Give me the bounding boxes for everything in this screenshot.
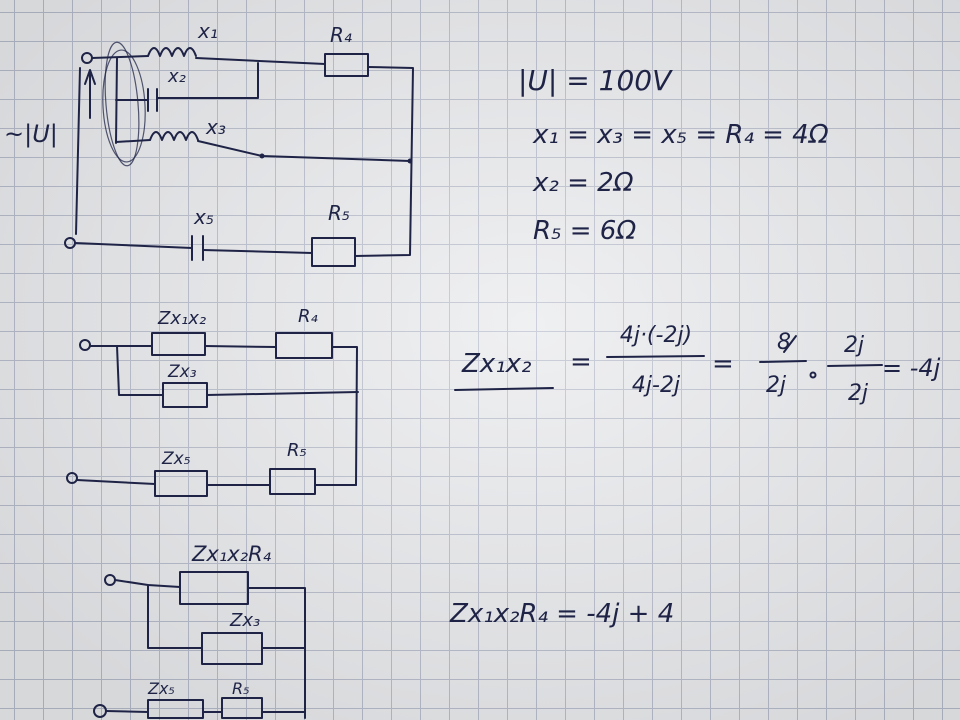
wire-top-2 <box>195 57 326 65</box>
capacitor-x2 <box>147 88 158 112</box>
voltage-arrow <box>84 69 96 119</box>
capacitor-x5 <box>191 235 204 261</box>
box-zx1x2 <box>151 332 206 356</box>
equation: Zx₁x₂R₄ = -4j + 4 <box>449 599 674 629</box>
circuit-3: Zx₁x₂R₄ Zx₃ Zx₅ R₅ Zx₁x₂R₄ = -4j + 4 <box>93 542 674 719</box>
box-zx1x2r4 <box>179 571 249 605</box>
equals-sign: = <box>712 349 734 379</box>
zx3-label: Zx₃ <box>229 610 260 631</box>
wire-right <box>331 346 358 486</box>
fraction-3-numerator: 2j <box>844 333 865 358</box>
box-r5 <box>269 468 316 495</box>
zx5-label: Zx₅ <box>147 679 175 698</box>
terminal-top <box>81 52 93 64</box>
x5-label: x₅ <box>193 205 214 229</box>
fraction-1-denominator: 4j-2j <box>632 373 681 398</box>
wire-right <box>247 587 306 719</box>
x3-label: x₃ <box>205 115 226 139</box>
wire-x3-in <box>115 139 151 143</box>
fraction-1-numerator: 4j·(-2j) <box>620 323 692 348</box>
r5-label: R₅ <box>287 440 307 461</box>
wire-top-1 <box>91 55 149 59</box>
multiply-dot <box>809 371 817 379</box>
fraction-1-bar <box>606 355 705 358</box>
wire-lower-branch <box>147 584 203 649</box>
wire-bottom-1 <box>74 242 193 249</box>
r5-label: R₅ <box>232 679 250 698</box>
resistor-r5 <box>311 237 356 267</box>
cancel-mark <box>783 335 797 353</box>
wire-bottom-1 <box>105 710 149 713</box>
terminal-bottom <box>64 237 76 249</box>
loop-mark <box>104 41 140 167</box>
inductor-x3 <box>149 131 199 141</box>
r4-label: R₄ <box>330 23 352 47</box>
terminal-top <box>79 339 91 351</box>
wire-left-vertical <box>75 67 81 235</box>
given-reactances: x₁ = x₃ = x₅ = R₄ = 4Ω <box>532 120 829 150</box>
wire-lower-branch <box>116 345 164 396</box>
equals-sign: = <box>570 347 592 377</box>
given-voltage: |U| = 100V <box>518 64 673 97</box>
fraction-2-denominator: 2j <box>766 373 787 398</box>
x2-label: x₂ <box>167 66 186 87</box>
junction-dot <box>259 153 265 159</box>
box-r5 <box>221 697 263 719</box>
x1-label: x₁ <box>197 19 218 43</box>
source-label: ~|U| <box>4 120 58 148</box>
terminal-top <box>104 574 116 586</box>
box-zx3 <box>162 382 208 408</box>
given-r5: R₅ = 6Ω <box>533 216 636 246</box>
wire-top-2 <box>204 345 277 348</box>
terminal-bottom <box>93 704 107 718</box>
equation-result: = -4j <box>882 354 941 382</box>
r4-label: R₄ <box>298 306 319 327</box>
equation-underline <box>454 387 554 391</box>
box-r4 <box>275 332 333 359</box>
zx5-label: Zx₅ <box>161 449 191 469</box>
r5-label: R₅ <box>328 201 350 225</box>
wire-x2-branch <box>115 62 259 101</box>
zx1x2r4-label: Zx₁x₂R₄ <box>191 542 272 566</box>
circuit-2: Zx₁x₂ R₄ Zx₃ Zx₅ R₅ Zx₁x₂ = 4j·(-2j) 4j-… <box>66 306 941 497</box>
wire-bottom-2 <box>202 249 313 254</box>
wire-bottom-1 <box>76 479 156 485</box>
terminal-bottom <box>66 472 78 484</box>
fraction-3-denominator: 2j <box>848 381 869 406</box>
loop-mark <box>102 49 146 163</box>
zx1x2-label: Zx₁x₂ <box>157 308 206 329</box>
box-zx3 <box>201 632 263 665</box>
resistor-r4 <box>324 53 369 77</box>
fraction-2-bar <box>759 360 807 363</box>
wire-lower-branch-out <box>206 391 359 396</box>
wire-x3-out <box>197 140 411 162</box>
junction-dot <box>407 158 413 164</box>
circuit-1: ~|U| x₁ R₄ x₂ x₃ x₅ R₅ |U| = 100V x₁ = x… <box>4 19 829 267</box>
equation-lhs: Zx₁x₂ <box>461 349 531 379</box>
box-zx5 <box>154 470 208 497</box>
given-x2: x₂ = 2Ω <box>532 168 634 198</box>
fraction-3-bar <box>827 364 883 367</box>
inductor-x1 <box>147 47 197 57</box>
box-zx5 <box>147 699 204 719</box>
zx3-label: Zx₃ <box>167 362 197 382</box>
